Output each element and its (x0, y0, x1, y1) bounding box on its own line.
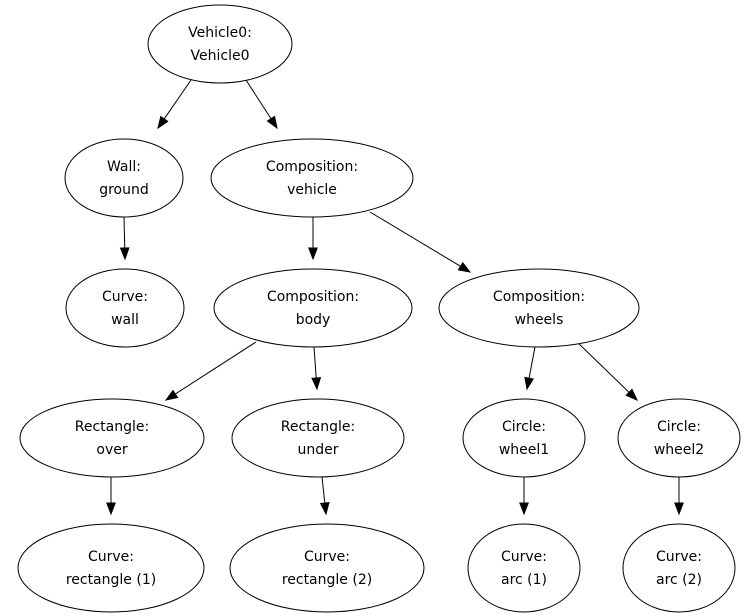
node-label-line2: wall (111, 312, 139, 328)
graph-edge (119, 216, 130, 261)
graph-node[interactable]: Rectangle: under (231, 398, 405, 478)
edge-arrowhead-icon (519, 502, 529, 516)
node-ellipse[interactable] (438, 268, 640, 348)
node-label-line2: wheels (515, 312, 564, 328)
edge-line (245, 79, 272, 120)
node-label-line1: Circle: (657, 419, 701, 435)
graph-edge (319, 476, 330, 516)
node-label-line2: over (96, 442, 127, 458)
edge-line (313, 346, 317, 379)
edge-line (163, 79, 192, 120)
node-label-line2: wheel2 (654, 442, 704, 458)
edge-arrowhead-icon (164, 389, 179, 401)
graph-edge (575, 340, 639, 401)
edges-layer (106, 79, 684, 516)
graph-node[interactable]: Vehicle0: Vehicle0 (147, 4, 293, 84)
node-label-line1: Curve: (102, 289, 148, 305)
graph-node[interactable]: Composition: vehicle (210, 138, 414, 218)
edge-line (174, 341, 257, 395)
edge-arrowhead-icon (674, 502, 684, 516)
nodes-layer: Vehicle0:Vehicle0Wall:groundComposition:… (17, 4, 741, 613)
node-label-line2: wheel1 (499, 442, 549, 458)
node-label-line1: Composition: (266, 159, 358, 175)
edge-line (321, 476, 326, 504)
edge-line (528, 346, 536, 379)
node-label-line1: Rectangle: (281, 419, 355, 435)
node-label-line1: Composition: (267, 289, 359, 305)
graph-node[interactable]: Composition: body (213, 268, 413, 348)
edge-arrowhead-icon (319, 502, 330, 516)
node-label-line1: Curve: (656, 549, 702, 565)
node-ellipse[interactable] (64, 138, 184, 218)
node-label-line2: arc (2) (656, 572, 702, 588)
node-ellipse[interactable] (210, 138, 414, 218)
graph-node[interactable]: Curve: rectangle (2) (229, 523, 425, 613)
node-label-line2: Vehicle0 (191, 48, 250, 64)
graph-node[interactable]: Wall: ground (64, 138, 184, 218)
node-ellipse[interactable] (231, 398, 405, 478)
node-label-line1: Rectangle: (75, 419, 149, 435)
edge-arrowhead-icon (524, 376, 534, 391)
graph-edge (106, 477, 116, 516)
graph-edge (245, 79, 278, 130)
graph-edge (308, 217, 318, 261)
edge-arrowhead-icon (308, 247, 318, 261)
node-label-line1: Wall: (107, 159, 141, 175)
graph-node[interactable]: Circle: wheel2 (617, 398, 741, 478)
graph-edge (369, 211, 472, 273)
graph-edge (519, 477, 529, 516)
edge-arrowhead-icon (625, 388, 639, 401)
node-ellipse[interactable] (462, 398, 586, 478)
edge-arrowhead-icon (119, 247, 130, 261)
node-label-line1: Curve: (501, 549, 547, 565)
edge-line (123, 216, 126, 249)
node-ellipse[interactable] (65, 268, 185, 348)
node-label-line1: Circle: (502, 419, 546, 435)
node-ellipse[interactable] (213, 268, 413, 348)
graph-edge (157, 79, 192, 130)
edge-line (575, 340, 630, 393)
node-label-line1: Curve: (88, 549, 134, 565)
graph-node[interactable]: Curve: rectangle (1) (17, 523, 205, 613)
node-label-line2: body (296, 312, 331, 328)
node-label-line2: arc (1) (501, 572, 547, 588)
edge-arrowhead-icon (106, 502, 116, 516)
node-label-line2: under (297, 442, 338, 458)
graph-node[interactable]: Curve: arc (1) (467, 523, 581, 613)
node-label-line2: vehicle (287, 182, 337, 198)
graph-edge (674, 477, 684, 516)
node-ellipse[interactable] (467, 523, 581, 613)
node-label-line1: Composition: (493, 289, 585, 305)
graph-node[interactable]: Composition: wheels (438, 268, 640, 348)
node-ellipse[interactable] (229, 523, 425, 613)
node-ellipse[interactable] (622, 523, 736, 613)
edge-line (369, 211, 461, 267)
graph-edge (524, 346, 536, 391)
node-label-line2: ground (99, 182, 149, 198)
edge-arrowhead-icon (457, 261, 472, 273)
edge-arrowhead-icon (311, 377, 322, 391)
node-ellipse[interactable] (147, 4, 293, 84)
node-label-line2: rectangle (2) (282, 572, 372, 588)
node-label-line1: Vehicle0: (188, 25, 252, 41)
node-label-line2: rectangle (1) (66, 572, 156, 588)
node-ellipse[interactable] (617, 398, 741, 478)
node-label-line1: Curve: (304, 549, 350, 565)
graph-node[interactable]: Curve: wall (65, 268, 185, 348)
graph-node[interactable]: Rectangle: over (19, 398, 205, 478)
node-ellipse[interactable] (19, 398, 205, 478)
edge-arrowhead-icon (266, 115, 278, 130)
graph-edge (311, 346, 322, 391)
node-ellipse[interactable] (17, 523, 205, 613)
edge-arrowhead-icon (157, 115, 169, 130)
graph-edge (164, 341, 257, 401)
graph-node[interactable]: Circle: wheel1 (462, 398, 586, 478)
graph-node[interactable]: Curve: arc (2) (622, 523, 736, 613)
